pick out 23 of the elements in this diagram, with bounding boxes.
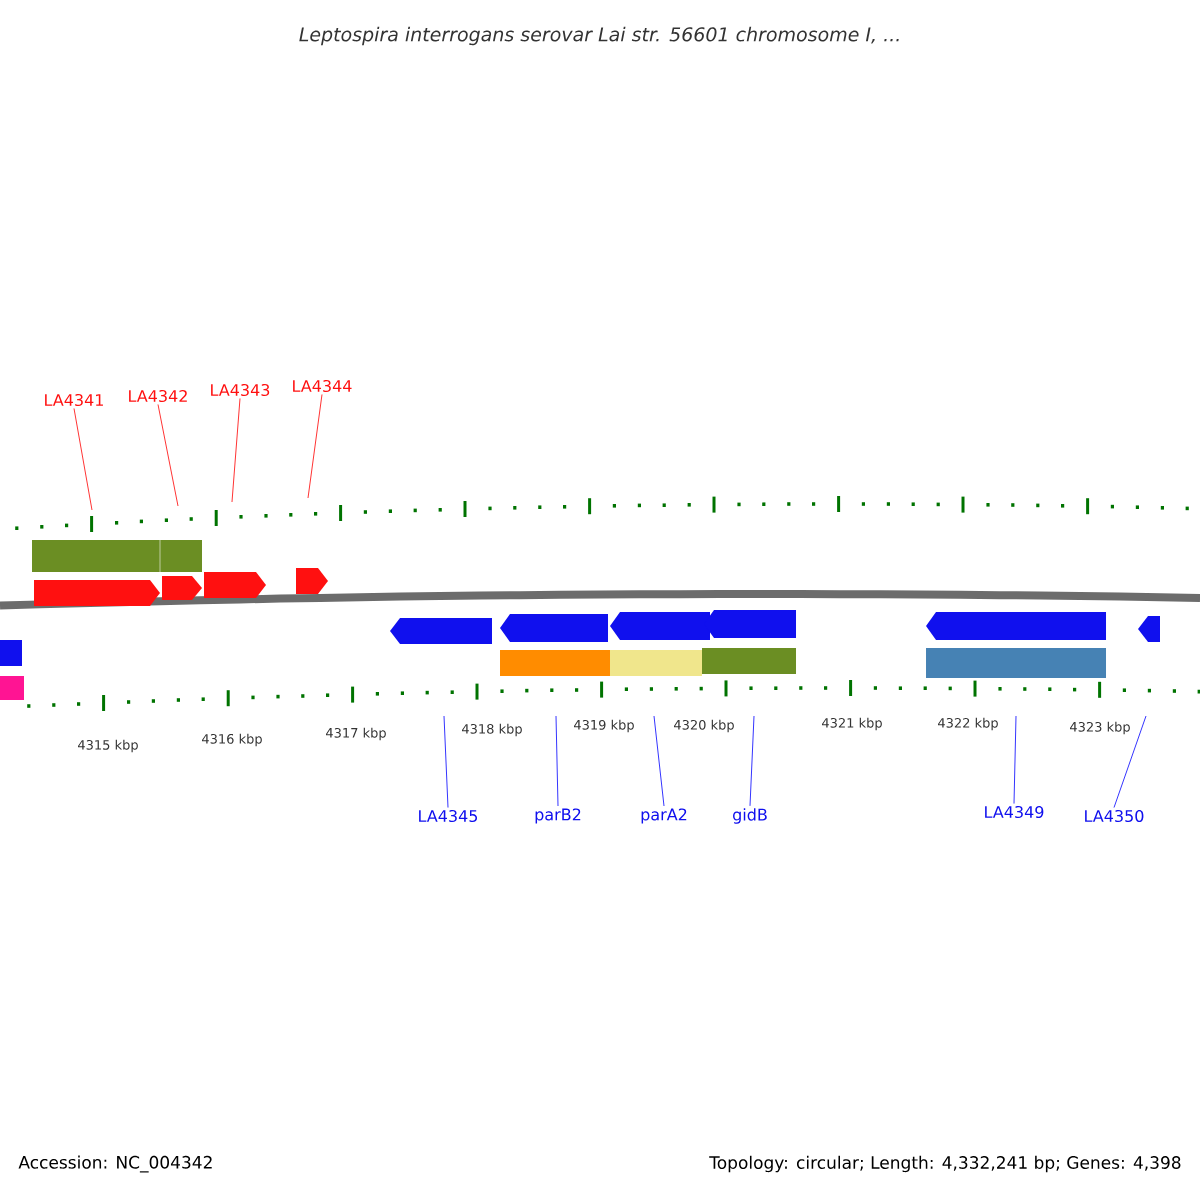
leader-line xyxy=(749,715,755,807)
leader-line xyxy=(157,404,179,507)
leader-line xyxy=(73,408,93,511)
gene-label: LA4349 xyxy=(985,805,1044,819)
gene-label: LA4350 xyxy=(1085,809,1144,823)
leader-line xyxy=(1013,715,1017,804)
gene-label: LA4344 xyxy=(293,379,352,393)
gene-label: LA4343 xyxy=(211,383,270,397)
gene-label: LA4345 xyxy=(419,809,478,823)
gene-label: parA2 xyxy=(641,808,687,824)
genome-info-label: Topology: circular; Length: 4,332,241 bp; Genes: 4,398 xyxy=(709,1155,1181,1173)
leader-line xyxy=(443,715,449,808)
leader-line xyxy=(555,715,559,807)
gene-label: LA4341 xyxy=(45,393,103,407)
title: Leptospira interrogans serovar Lai str. 56601 chromosome I, ... xyxy=(299,26,899,46)
accession-label: Accession: NC_004342 xyxy=(18,1155,212,1173)
gene-label: gidB xyxy=(733,808,767,824)
leader-line xyxy=(1113,715,1147,808)
leader-line xyxy=(231,398,241,503)
leader-line xyxy=(307,394,323,499)
gene-label: LA4342 xyxy=(129,389,187,403)
leader-line xyxy=(653,715,665,807)
gene-label: parB2 xyxy=(535,808,581,824)
